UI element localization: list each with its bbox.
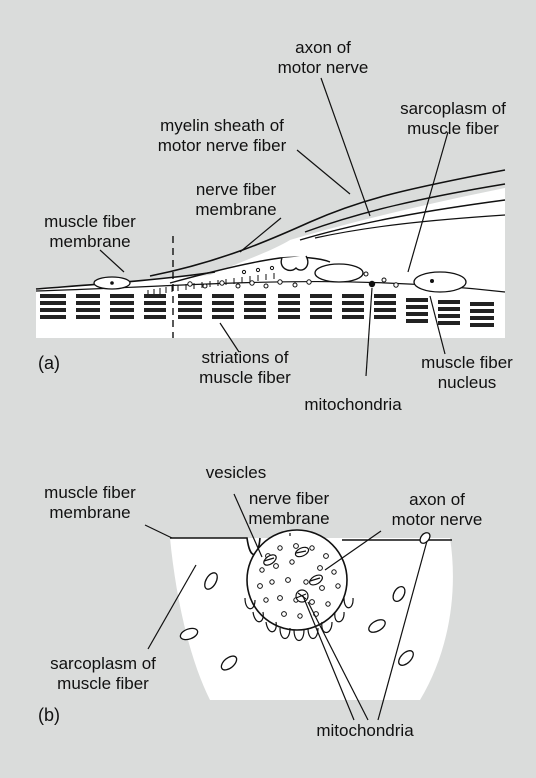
label-nerve-membrane-line2: membrane	[171, 200, 301, 220]
label-mitochondria-a: mitochondria	[288, 395, 418, 415]
label-muscle-fiber-membrane-a: muscle fiber membrane	[34, 212, 146, 252]
label-nerve-membrane-line1: nerve fiber	[171, 180, 301, 200]
label-sarcoplasm-line2: muscle fiber	[388, 119, 518, 139]
label-muscle-fiber-membrane-b: muscle fiber membrane	[34, 483, 146, 523]
label-myelin-line2: motor nerve fiber	[142, 136, 302, 156]
label-myelin-sheath: myelin sheath of motor nerve fiber	[142, 116, 302, 156]
label-axon-b-line2: motor nerve	[377, 510, 497, 530]
label-muscle-membrane-line2: membrane	[34, 232, 146, 252]
label-axon-line1: axon of	[263, 38, 383, 58]
label-striations-line1: striations of	[180, 348, 310, 368]
label-muscle-membrane-b-line1: muscle fiber	[34, 483, 146, 503]
label-axon-of-motor-nerve: axon of motor nerve	[263, 38, 383, 78]
label-striations: striations of muscle fiber	[180, 348, 310, 388]
label-nucleus-line2: nucleus	[412, 373, 522, 393]
label-nerve-membrane-b-line1: nerve fiber	[239, 489, 339, 509]
label-mitochondria-b: mitochondria	[300, 721, 430, 741]
label-axon-of-motor-nerve-b: axon of motor nerve	[377, 490, 497, 530]
label-striations-line2: muscle fiber	[180, 368, 310, 388]
label-nerve-fiber-membrane-b: nerve fiber membrane	[239, 489, 339, 529]
panel-a-label: (a)	[38, 353, 60, 373]
nerve-terminal-bulb	[281, 256, 308, 270]
label-nucleus-line1: muscle fiber	[412, 353, 522, 373]
label-sarcoplasm-b-line1: sarcoplasm of	[38, 654, 168, 674]
label-vesicles: vesicles	[191, 463, 281, 483]
label-myelin-line1: myelin sheath of	[142, 116, 302, 136]
label-muscle-membrane-line1: muscle fiber	[34, 212, 146, 232]
muscle-nucleus-3	[414, 272, 466, 292]
label-axon-b-line1: axon of	[377, 490, 497, 510]
label-muscle-membrane-b-line2: membrane	[34, 503, 146, 523]
label-sarcoplasm-of-muscle-fiber-b: sarcoplasm of muscle fiber	[38, 654, 168, 694]
muscle-nucleus-2	[315, 264, 363, 282]
label-muscle-fiber-nucleus: muscle fiber nucleus	[412, 353, 522, 393]
label-sarcoplasm-of-muscle-fiber-a: sarcoplasm of muscle fiber	[388, 99, 518, 139]
panel-b-label: (b)	[38, 705, 60, 725]
label-nerve-fiber-membrane-a: nerve fiber membrane	[171, 180, 301, 220]
label-axon-line2: motor nerve	[263, 58, 383, 78]
label-sarcoplasm-line1: sarcoplasm of	[388, 99, 518, 119]
label-nerve-membrane-b-line2: membrane	[239, 509, 339, 529]
label-sarcoplasm-b-line2: muscle fiber	[38, 674, 168, 694]
